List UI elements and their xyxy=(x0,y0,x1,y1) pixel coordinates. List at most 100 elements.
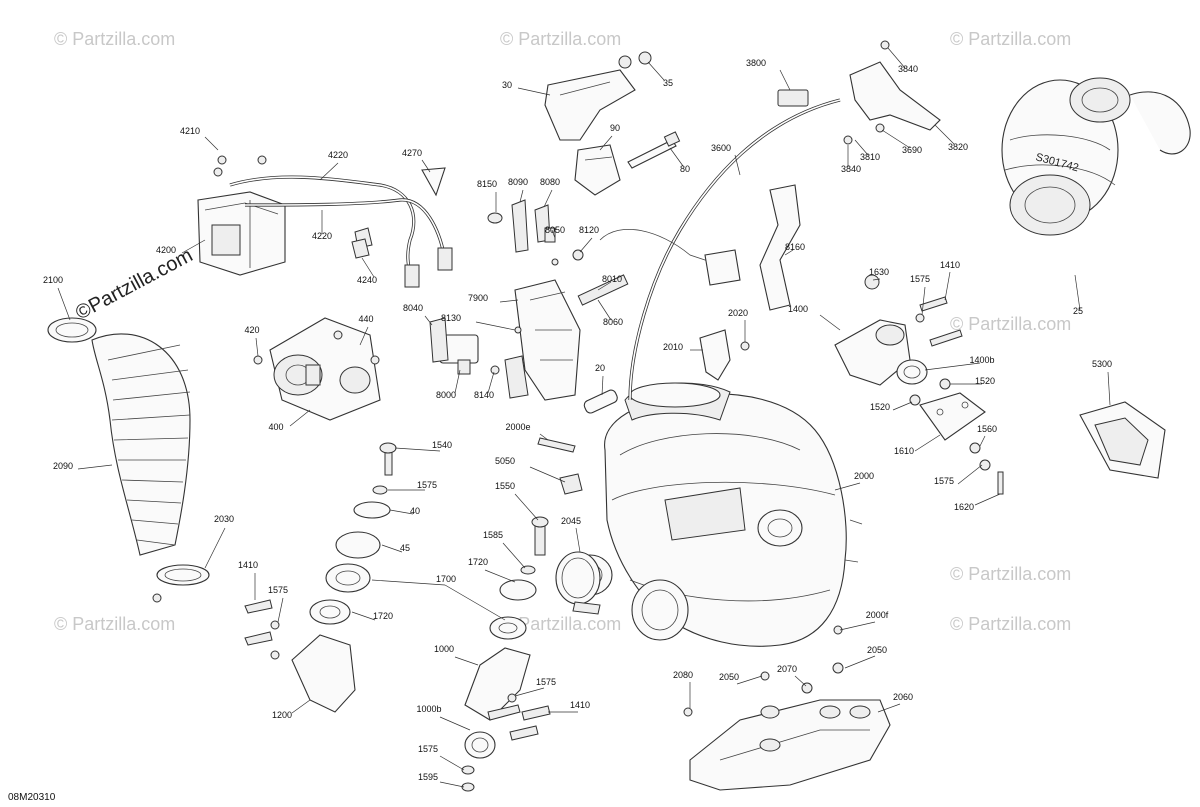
part-callout[interactable]: 8160 xyxy=(785,242,805,252)
part-callout[interactable]: 1575 xyxy=(417,480,437,490)
part-callout[interactable]: 4210 xyxy=(180,126,200,136)
part-callout[interactable]: 3820 xyxy=(948,142,968,152)
part-callout[interactable]: 25 xyxy=(1073,306,1083,316)
part-callout[interactable]: 8080 xyxy=(540,177,560,187)
part-callout[interactable]: 1410 xyxy=(238,560,258,570)
watermark: © Partzilla.com xyxy=(950,29,1071,49)
part-callout[interactable]: 8050 xyxy=(545,225,565,235)
part-callout[interactable]: 1520 xyxy=(975,376,995,386)
part-callout[interactable]: 20 xyxy=(595,363,605,373)
part-callout[interactable]: 1620 xyxy=(954,502,974,512)
part-callout[interactable]: 5050 xyxy=(495,456,515,466)
pressure-sensor xyxy=(429,317,479,375)
part-callout[interactable]: 45 xyxy=(400,543,410,553)
part-callout[interactable]: 1700 xyxy=(436,574,456,584)
part-callout[interactable]: 7900 xyxy=(468,293,488,303)
mount-plate-1610 xyxy=(919,392,1004,495)
part-callout[interactable]: 1575 xyxy=(934,476,954,486)
part-callout[interactable]: 2050 xyxy=(719,672,739,682)
part-callout[interactable]: 1200 xyxy=(272,710,292,720)
watermark: © Partzilla.com xyxy=(500,614,621,634)
watermark-layer: © Partzilla.com © Partzilla.com © Partzi… xyxy=(54,29,1071,634)
part-callout[interactable]: 1400b xyxy=(969,355,994,365)
part-callout[interactable]: 8040 xyxy=(403,303,423,313)
watermark: © Partzilla.com xyxy=(950,614,1071,634)
part-callout[interactable]: 1720 xyxy=(468,557,488,567)
part-callout[interactable]: 2000e xyxy=(505,422,530,432)
partzilla-logo-text: ©Partzilla.com xyxy=(72,244,196,324)
part-callout[interactable]: 8090 xyxy=(508,177,528,187)
throttle-motor xyxy=(269,317,381,421)
mount-bracket-1000 xyxy=(461,647,551,792)
part-callout[interactable]: 1520 xyxy=(870,402,890,412)
part-callout[interactable]: 3810 xyxy=(860,152,880,162)
part-callout[interactable]: 1550 xyxy=(495,481,515,491)
part-callout[interactable]: 440 xyxy=(358,314,373,324)
part-callout[interactable]: 1000b xyxy=(416,704,441,714)
part-callout[interactable]: 400 xyxy=(268,422,283,432)
part-callout[interactable]: 4200 xyxy=(156,245,176,255)
part-callout[interactable]: 2070 xyxy=(777,664,797,674)
hose-clamp-2045 xyxy=(555,551,601,615)
watermark: © Partzilla.com xyxy=(54,614,175,634)
part-callout[interactable]: 420 xyxy=(244,325,259,335)
part-callout[interactable]: 2000 xyxy=(854,471,874,481)
part-callout[interactable]: 4220 xyxy=(312,231,332,241)
part-callout[interactable]: 1720 xyxy=(373,611,393,621)
part-callout[interactable]: 2045 xyxy=(561,516,581,526)
part-callout[interactable]: 40 xyxy=(410,506,420,516)
part-callout[interactable]: 1560 xyxy=(977,424,997,434)
part-callout[interactable]: 8140 xyxy=(474,390,494,400)
part-callout[interactable]: 1410 xyxy=(570,700,590,710)
mount-block-90 xyxy=(574,144,621,196)
part-callout[interactable]: 8130 xyxy=(441,313,461,323)
engine-mount-1400 xyxy=(834,274,963,406)
parts-layer: S301742 xyxy=(47,40,1191,792)
part-callout[interactable]: 4240 xyxy=(357,275,377,285)
part-callout[interactable]: 1575 xyxy=(910,274,930,284)
part-callout[interactable]: 1630 xyxy=(869,267,889,277)
part-callout[interactable]: 1595 xyxy=(418,772,438,782)
part-callout[interactable]: 1575 xyxy=(268,585,288,595)
watermark: © Partzilla.com xyxy=(950,314,1071,334)
part-callout[interactable]: 1575 xyxy=(536,677,556,687)
part-callout[interactable]: 2080 xyxy=(673,670,693,680)
part-callout[interactable]: 1410 xyxy=(940,260,960,270)
part-callout[interactable]: 80 xyxy=(680,164,690,174)
part-callout[interactable]: 2020 xyxy=(728,308,748,318)
part-callout[interactable]: 2060 xyxy=(893,692,913,702)
part-callout[interactable]: 1400 xyxy=(788,304,808,314)
part-callout[interactable]: 8060 xyxy=(603,317,623,327)
part-callout[interactable]: 8150 xyxy=(477,179,497,189)
part-callout[interactable]: 3690 xyxy=(902,145,922,155)
part-callout[interactable]: 3840 xyxy=(898,64,918,74)
airbox-support-bracket xyxy=(689,699,891,791)
part-callout[interactable]: 8000 xyxy=(436,390,456,400)
part-callout[interactable]: 1540 xyxy=(432,440,452,450)
part-callout[interactable]: 4270 xyxy=(402,148,422,158)
intake-hose xyxy=(47,317,210,603)
part-callout[interactable]: 2010 xyxy=(663,342,683,352)
part-callout[interactable]: 3840 xyxy=(841,164,861,174)
part-callout[interactable]: 1585 xyxy=(483,530,503,540)
sensor-2010 xyxy=(699,329,750,381)
part-callout[interactable]: 2030 xyxy=(214,514,234,524)
part-callout[interactable]: 5300 xyxy=(1092,359,1112,369)
part-callout[interactable]: 8120 xyxy=(579,225,599,235)
part-callout[interactable]: 1575 xyxy=(418,744,438,754)
part-callout[interactable]: 2100 xyxy=(43,275,63,285)
part-callout[interactable]: 2050 xyxy=(867,645,887,655)
part-callout[interactable]: 1000 xyxy=(434,644,454,654)
small-hoses xyxy=(487,199,629,306)
part-callout[interactable]: 2090 xyxy=(53,461,73,471)
part-callout[interactable]: 90 xyxy=(610,123,620,133)
part-callout[interactable]: 8010 xyxy=(602,274,622,284)
part-callout[interactable]: 3800 xyxy=(746,58,766,68)
part-callout[interactable]: 2000f xyxy=(866,610,889,620)
cable-3600 xyxy=(599,98,841,401)
part-callout[interactable]: 1610 xyxy=(894,446,914,456)
part-callout[interactable]: 35 xyxy=(663,78,673,88)
part-callout[interactable]: 3600 xyxy=(711,143,731,153)
part-callout[interactable]: 30 xyxy=(502,80,512,90)
part-callout[interactable]: 4220 xyxy=(328,150,348,160)
